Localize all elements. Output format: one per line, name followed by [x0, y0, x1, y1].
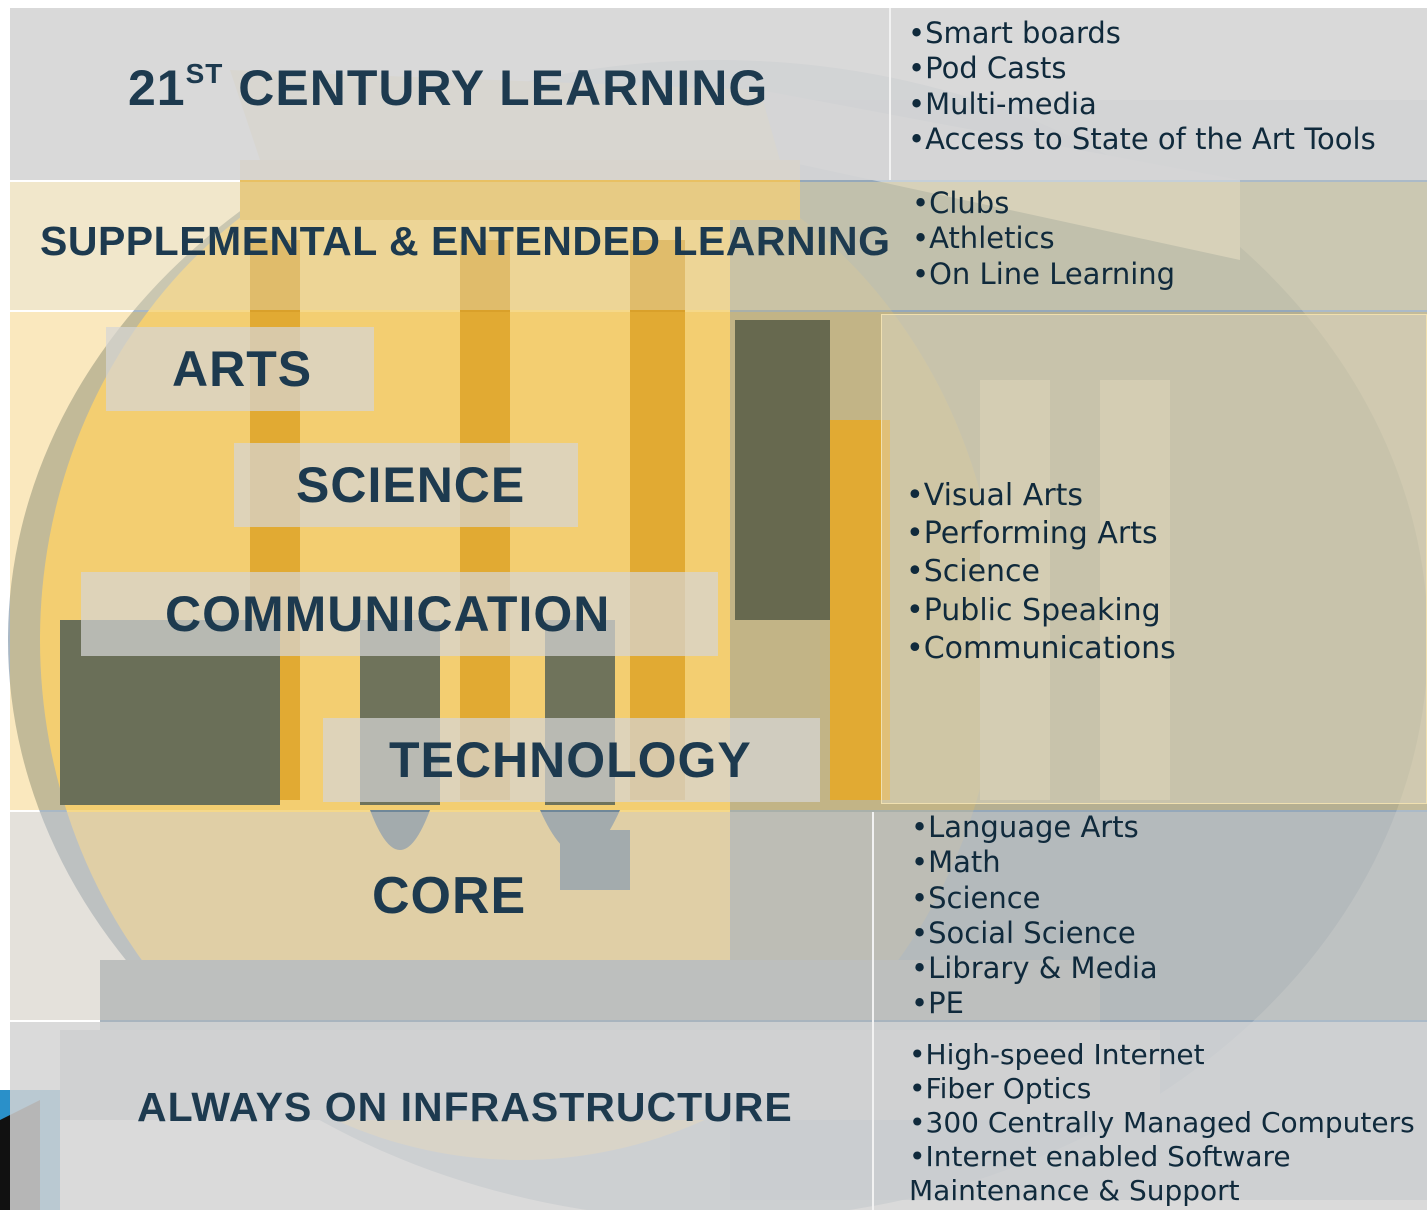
list-item: High-speed Internet — [909, 1038, 1415, 1072]
list-pillars: Visual Arts Performing Arts Science Publ… — [906, 477, 1176, 668]
list-item: Library & Media — [911, 951, 1158, 986]
list-item: Athletics — [912, 221, 1175, 256]
list-item: Visual Arts — [906, 477, 1176, 515]
column-shape — [735, 320, 830, 620]
pillar-label-science: SCIENCE — [234, 443, 578, 527]
column-divider — [889, 8, 891, 180]
list-item: Fiber Optics — [909, 1072, 1415, 1106]
list-item: Science — [911, 881, 1158, 916]
heading-21st-century-learning: 21ST CENTURY LEARNING — [128, 58, 768, 117]
heading-supplemental-learning: SUPPLEMENTAL & ENTENDED LEARNING — [40, 218, 891, 264]
list-item: Math — [911, 845, 1158, 880]
list-item: Public Speaking — [906, 592, 1176, 630]
pillar-label-text: ARTS — [172, 341, 313, 397]
list-infrastructure: High-speed Internet Fiber Optics 300 Cen… — [909, 1038, 1415, 1208]
list-item: Multi-media — [908, 87, 1376, 122]
tier-band-core — [10, 812, 1427, 1020]
list-item: Social Science — [911, 916, 1158, 951]
list-item: PE — [911, 986, 1158, 1021]
list-item: Smart boards — [908, 16, 1376, 51]
heading-core: CORE — [372, 867, 527, 925]
pillar-label-communication: COMMUNICATION — [81, 572, 718, 656]
tier-band-supplemental — [10, 182, 1427, 310]
pillar-label-text: TECHNOLOGY — [389, 732, 752, 788]
list-item: Clubs — [912, 186, 1175, 221]
list-item: Access to State of the Art Tools — [908, 122, 1376, 157]
list-item-continuation: Maintenance & Support — [909, 1174, 1240, 1207]
list-item: Communications — [906, 630, 1176, 668]
column-divider — [872, 812, 874, 1210]
list-core: Language Arts Math Science Social Scienc… — [911, 810, 1158, 1022]
heading-always-on-infrastructure: ALWAYS ON INFRASTRUCTURE — [137, 1084, 793, 1130]
list-item: Pod Casts — [908, 51, 1376, 86]
list-item: Language Arts — [911, 810, 1158, 845]
heading-superscript: ST — [185, 58, 224, 89]
column-shape — [630, 240, 685, 800]
pillar-label-technology: TECHNOLOGY — [323, 718, 820, 802]
pillar-label-text: SCIENCE — [296, 457, 526, 513]
list-item: On Line Learning — [912, 257, 1175, 292]
list-item: Internet enabled Software — [909, 1140, 1415, 1174]
heading-text: CENTURY LEARNING — [223, 60, 769, 116]
list-21st-century: Smart boards Pod Casts Multi-media Acces… — [908, 16, 1376, 157]
pillar-label-arts: ARTS — [106, 327, 374, 411]
heading-number: 21 — [128, 60, 186, 116]
list-item: 300 Centrally Managed Computers — [909, 1106, 1415, 1140]
column-shape — [830, 420, 890, 800]
list-item: Science — [906, 553, 1176, 591]
list-supplemental: Clubs Athletics On Line Learning — [912, 186, 1175, 292]
list-item: Performing Arts — [906, 515, 1176, 553]
pillar-label-text: COMMUNICATION — [165, 586, 611, 642]
